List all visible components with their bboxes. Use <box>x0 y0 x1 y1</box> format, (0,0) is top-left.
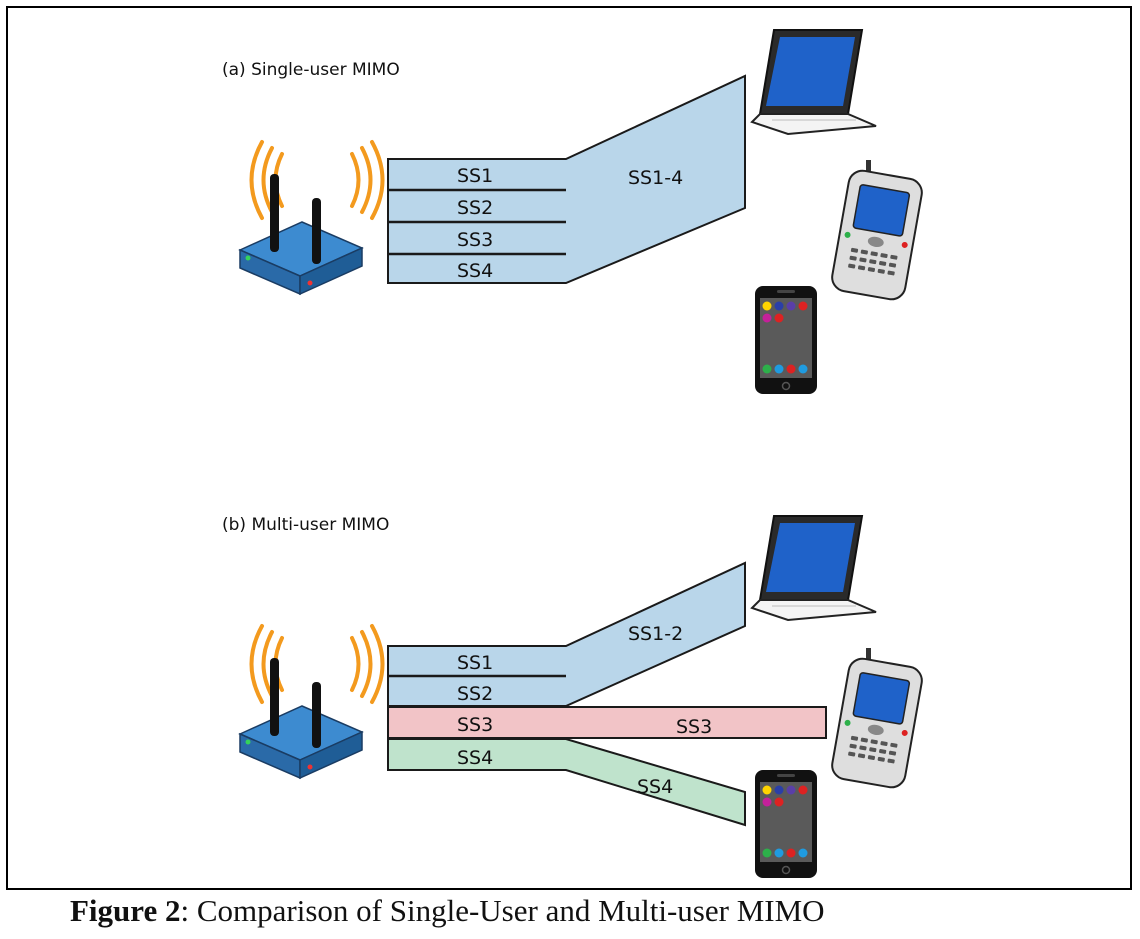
beam-ss3 <box>387 706 827 739</box>
beam-ss1-4 <box>387 74 746 284</box>
stream-label: SS2 <box>457 197 493 219</box>
combined-stream-label: SS1-4 <box>628 167 683 189</box>
stream-label: SS1 <box>457 652 493 674</box>
caption-text: : Comparison of Single-User and Multi-us… <box>180 893 825 928</box>
figure-frame <box>6 6 1132 890</box>
pda-phone-icon <box>828 647 926 791</box>
panel-b-title: (b) Multi-user MIMO <box>222 515 389 535</box>
router-icon <box>238 624 385 780</box>
smartphone-icon <box>754 285 818 395</box>
beam-ss1-2 <box>387 561 746 707</box>
stream-label: SS3 <box>457 229 493 251</box>
stream-label: SS4 <box>457 260 493 282</box>
beam-label: SS1-2 <box>628 623 683 645</box>
stream-label: SS1 <box>457 165 493 187</box>
figure-number: Figure 2 <box>70 893 181 928</box>
pda-phone-icon <box>828 159 926 303</box>
stream-label: SS3 <box>457 714 493 736</box>
figure-caption: Figure 2: Comparison of Single-User and … <box>70 893 1130 929</box>
smartphone-icon <box>754 769 818 879</box>
mimo-diagram: (a) Single-user MIMO SS1 SS2 SS3 SS4 SS1… <box>222 29 926 879</box>
beam-label: SS4 <box>637 776 673 798</box>
stream-label: SS2 <box>457 683 493 705</box>
laptop-icon <box>751 515 877 621</box>
beam-ss4 <box>387 738 746 827</box>
stream-label: SS4 <box>457 747 493 769</box>
panel-a-title: (a) Single-user MIMO <box>222 60 400 80</box>
router-icon <box>238 140 385 296</box>
laptop-icon <box>751 29 877 135</box>
beam-label: SS3 <box>676 716 712 738</box>
